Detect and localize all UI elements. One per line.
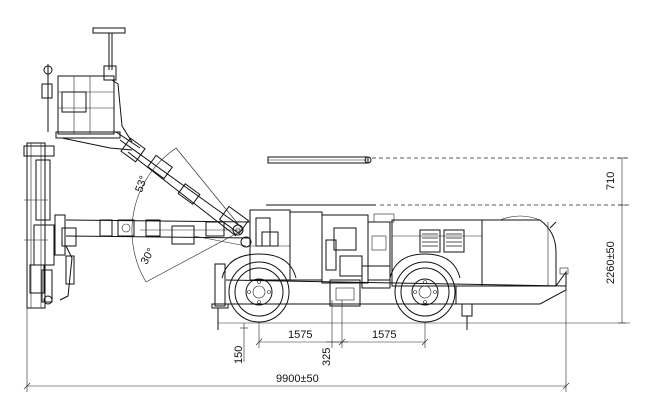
work-platform [41,27,141,151]
rear-wheel [389,253,461,323]
wheelbase-rear-dimension: 1575 [372,329,396,341]
ground-clearance-dimension: 150 [233,346,245,364]
roof-arm-dimension: 710 [605,172,617,190]
lower-boom [65,219,252,248]
boom-down-angle-label: 30° [139,246,158,266]
roof-arm [266,156,630,206]
height-dimension: 2260±50 [605,241,617,284]
overall-length-dimension: 9900±50 [276,373,319,385]
bottom-dimensions [23,290,570,392]
boom-angle-marks [131,147,244,283]
front-wheel [221,253,297,323]
drill-feed [23,142,77,309]
axle-offset-dimension: 325 [321,348,333,366]
vertical-dimensions [618,157,626,324]
wheelbase-front-dimension: 1575 [288,329,312,341]
chassis [211,209,569,330]
boom-up-angle-label: 53° [133,174,150,194]
